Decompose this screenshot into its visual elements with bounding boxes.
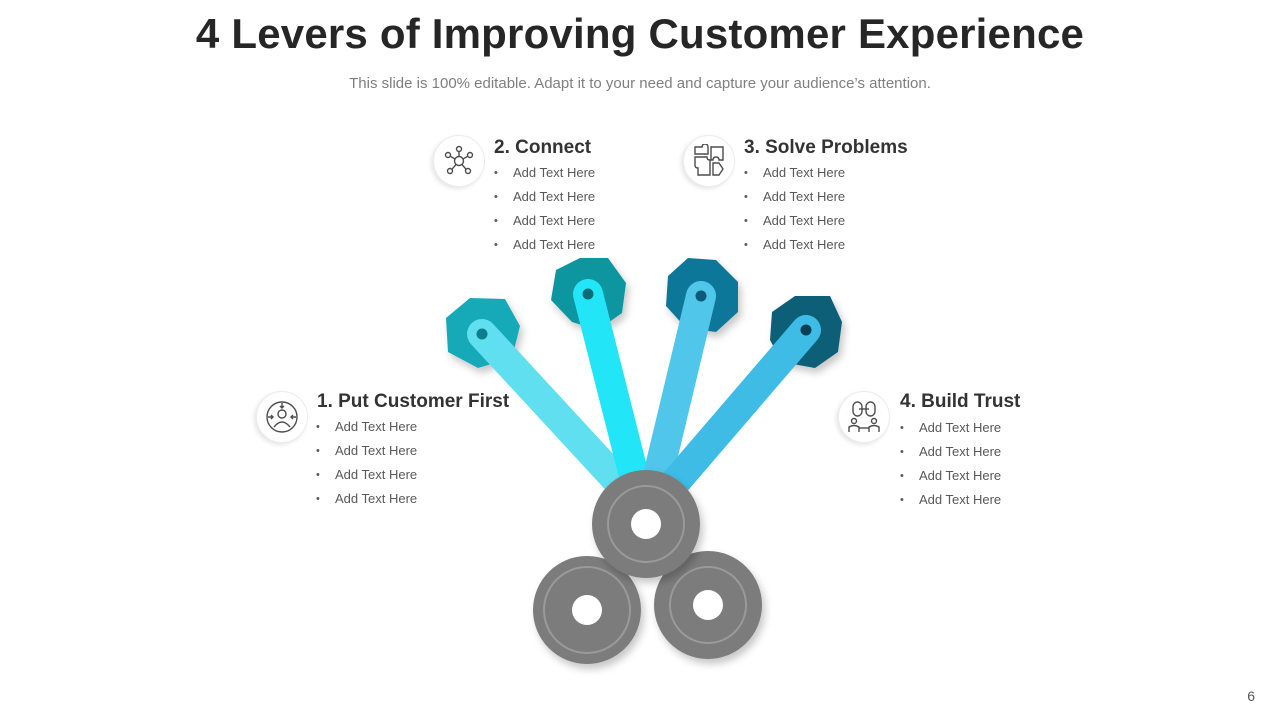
lever-1-pivot	[476, 328, 488, 340]
list-item: Add Text Here	[316, 487, 417, 511]
lever-1-heading: 1. Put Customer First	[317, 391, 510, 412]
handshake-chain-icon-badge	[838, 391, 890, 443]
lever-3-arm	[641, 281, 716, 499]
network-icon-badge	[433, 135, 485, 187]
lever-4-pivot	[800, 324, 812, 336]
lever-4-arm	[657, 315, 821, 501]
lever-2	[551, 258, 651, 499]
gear-top	[592, 470, 700, 578]
lever-4-heading: 4. Build Trust	[900, 391, 1021, 412]
list-item: Add Text Here	[900, 416, 1001, 440]
slide-subtitle: This slide is 100% editable. Adapt it to…	[349, 75, 931, 92]
lever-1-list: Add Text Here Add Text Here Add Text Her…	[316, 415, 417, 511]
list-item: Add Text Here	[900, 488, 1001, 512]
lever-2-pivot	[582, 288, 594, 300]
puzzle-icon-badge	[683, 135, 735, 187]
gear-cluster	[533, 470, 762, 664]
list-item: Add Text Here	[494, 233, 595, 257]
list-item: Add Text Here	[900, 440, 1001, 464]
customer-focus-icon-badge	[256, 391, 308, 443]
list-item: Add Text Here	[494, 185, 595, 209]
list-item: Add Text Here	[900, 464, 1001, 488]
puzzle-icon	[694, 144, 724, 176]
lever-4	[657, 296, 842, 501]
lever-4-list: Add Text Here Add Text Here Add Text Her…	[900, 416, 1001, 512]
list-item: Add Text Here	[744, 185, 845, 209]
lever-1-arm	[467, 319, 641, 505]
page-number: 6	[1247, 688, 1255, 704]
lever-3-list: Add Text Here Add Text Here Add Text Her…	[744, 161, 845, 257]
network-icon	[444, 145, 474, 175]
lever-1	[446, 298, 641, 505]
list-item: Add Text Here	[744, 209, 845, 233]
lever-3-heading: 3. Solve Problems	[744, 137, 908, 158]
list-item: Add Text Here	[316, 463, 417, 487]
lever-2-list: Add Text Here Add Text Here Add Text Her…	[494, 161, 595, 257]
list-item: Add Text Here	[316, 415, 417, 439]
lever-3-pivot	[695, 290, 707, 302]
list-item: Add Text Here	[744, 233, 845, 257]
customer-focus-icon	[266, 401, 298, 433]
gear-left	[533, 556, 641, 664]
list-item: Add Text Here	[316, 439, 417, 463]
list-item: Add Text Here	[744, 161, 845, 185]
slide-title: 4 Levers of Improving Customer Experienc…	[195, 10, 1085, 57]
list-item: Add Text Here	[494, 161, 595, 185]
lever-2-arm	[573, 279, 651, 499]
list-item: Add Text Here	[494, 209, 595, 233]
lever-2-heading: 2. Connect	[494, 137, 592, 158]
lever-3	[641, 258, 738, 499]
gear-right	[654, 551, 762, 659]
handshake-chain-icon	[848, 401, 880, 432]
